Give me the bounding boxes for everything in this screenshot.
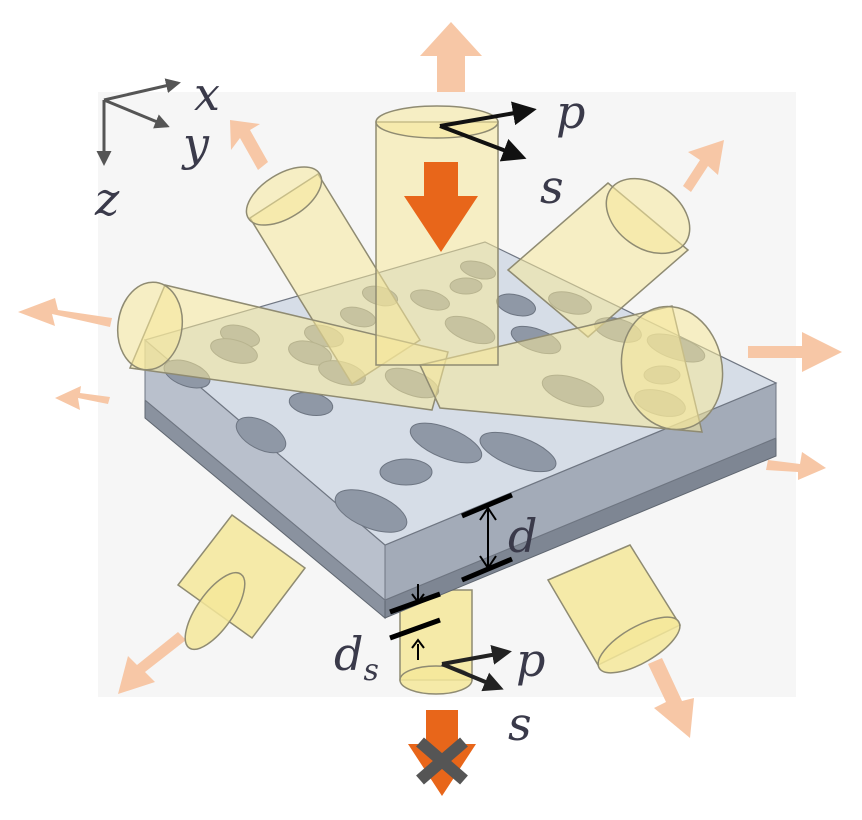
beam-upper-left-end [245, 166, 323, 226]
beam-lower-left-end [184, 571, 246, 651]
scatter-arrow-top [420, 22, 482, 92]
beam-lower-right-end [597, 616, 681, 674]
scatter-arrow-upper-right [683, 140, 724, 192]
scatter-arrow-lower-right [648, 658, 694, 738]
coordinate-axes-icon [96, 78, 181, 166]
down-arrow-icon [404, 162, 478, 252]
scatter-arrow-left-small [55, 386, 110, 410]
beam-left-end [116, 281, 184, 371]
pol-label-p-top: p [556, 85, 585, 139]
thickness-marker-ds [389, 591, 441, 641]
scattered-light-arrows [18, 22, 842, 738]
beam-right-end [620, 305, 724, 431]
beam-upper-right-end [605, 177, 691, 255]
scatter-arrow-upper-left [230, 120, 268, 170]
scatter-arrow-right-lower [766, 452, 826, 480]
axis-label-y: y [181, 117, 210, 171]
dimension-label-d: d [508, 509, 537, 563]
axis-label-z: z [94, 172, 120, 226]
pol-label-p-bottom: p [516, 633, 545, 687]
thickness-arrow-d [479, 506, 497, 570]
axis-label-x: x [194, 67, 220, 121]
blocked-transmission-icon [408, 710, 476, 796]
thickness-marker-d [461, 492, 513, 583]
upper-beams [116, 105, 724, 433]
hole [235, 416, 287, 454]
pol-label-s-top: s [540, 160, 564, 214]
dimension-label-ds: ds [334, 627, 379, 688]
hole [409, 422, 483, 464]
thickness-arrows-ds [411, 584, 425, 660]
pol-label-s-bottom: s [508, 697, 532, 751]
hole [334, 489, 408, 533]
beam-bottom-end [399, 665, 473, 695]
polarization-vectors-top [439, 101, 537, 162]
lower-beams [176, 513, 682, 695]
scatter-arrow-right [748, 332, 842, 372]
scatter-arrow-left [18, 298, 112, 327]
beam-vertical-top [375, 105, 499, 139]
polarization-vectors-bottom [441, 645, 512, 692]
hole [479, 431, 557, 473]
scatter-arrow-lower-left [118, 632, 186, 694]
hole [379, 458, 433, 486]
